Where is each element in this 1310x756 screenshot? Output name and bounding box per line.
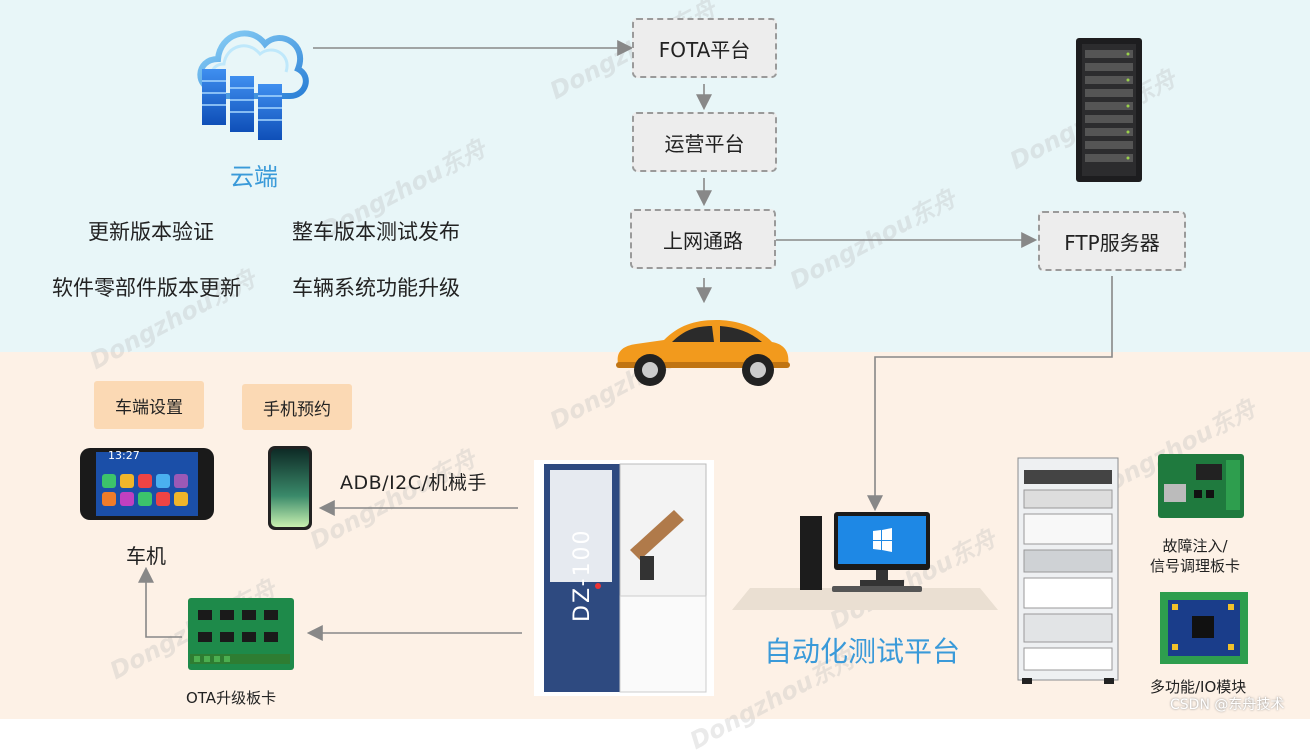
robot-test-cabinet-icon <box>534 460 714 696</box>
phone-booking-tag: 手机预约 <box>242 384 352 430</box>
cloud-task-item: 车辆系统功能升级 <box>292 276 460 300</box>
head-unit-icon <box>80 448 214 520</box>
ota-board-label: OTA升级板卡 <box>186 689 277 707</box>
server-rack-icon <box>1076 38 1142 182</box>
vehicle-settings-tag: 车端设置 <box>94 381 204 429</box>
car-icon <box>616 320 790 386</box>
hil-rack-icon <box>1017 457 1119 684</box>
fota-platform-box[interactable]: FOTA平台 <box>632 18 777 78</box>
io-module-label: 多功能/IO模块 <box>1150 678 1247 696</box>
arrow-ota-board-to-head-unit <box>138 566 182 638</box>
cloud-label: 云端 <box>230 163 278 191</box>
head-unit-label: 车机 <box>126 544 166 568</box>
ftp-server-label: FTP服务器 <box>1064 230 1160 255</box>
network-path-label: 上网通路 <box>663 228 743 253</box>
fault-injection-board-icon <box>1158 454 1244 518</box>
io-module-icon <box>1160 592 1248 664</box>
robot-model-label: DZ-100 <box>570 528 595 622</box>
automated-test-platform-label: 自动化测试平台 <box>764 635 961 668</box>
credit-text: CSDN @东舟技术 <box>1170 697 1285 713</box>
operations-platform-box[interactable]: 运营平台 <box>632 112 777 172</box>
cloud-task-item: 更新版本验证 <box>88 220 214 244</box>
cloud-task-item: 软件零部件版本更新 <box>52 276 241 300</box>
connector-arrows <box>138 40 1113 641</box>
cloud-icon <box>197 30 309 140</box>
test-workstation-icon <box>732 512 998 610</box>
fota-platform-label: FOTA平台 <box>658 37 751 62</box>
ftp-server-box[interactable]: FTP服务器 <box>1038 211 1186 271</box>
cloud-task-item: 整车版本测试发布 <box>292 220 460 244</box>
fault-injection-board-label: 故障注入/ 信号调理板卡 <box>1150 537 1241 575</box>
arrow-ftp-to-platform <box>867 276 1113 512</box>
ota-board-icon <box>188 598 294 670</box>
head-unit-clock: 13:27 <box>108 449 140 462</box>
smartphone-icon <box>268 446 312 530</box>
adb-i2c-robot-label: ADB/I2C/机械手 <box>340 472 487 494</box>
network-path-box[interactable]: 上网通路 <box>630 209 776 269</box>
operations-platform-label: 运营平台 <box>664 131 745 156</box>
